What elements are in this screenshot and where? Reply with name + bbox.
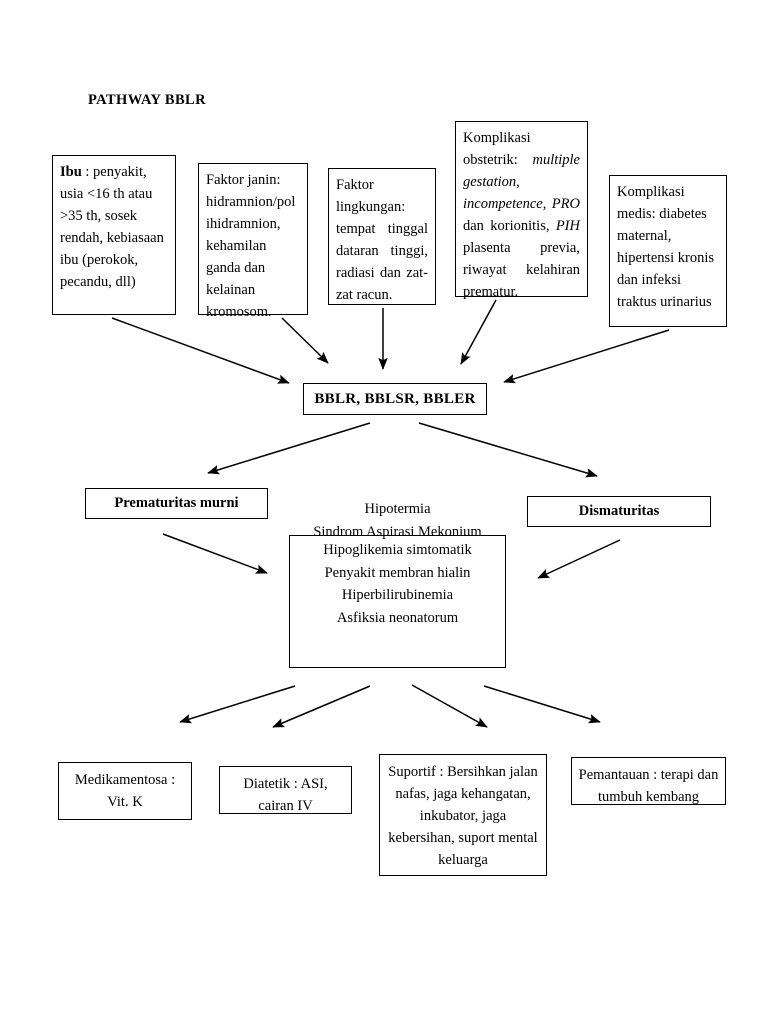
- classification-dismaturitas-label: Dismaturitas: [578, 503, 660, 520]
- risk-factor-janin-text: Faktor janin: hidramnion/pol ihidramnion…: [206, 172, 296, 321]
- obstetrik-part1: Komplikasi obstetrik:: [463, 130, 533, 169]
- treatment-box-medikamentosa: Medikamentosa : Vit. K: [58, 762, 192, 820]
- risk-factor-obstetrik-text: Komplikasi obstetrik: multiple gestation…: [456, 122, 587, 307]
- arrow-symptoms-to-pemantauan: [483, 685, 601, 724]
- risk-factor-box-medis: Komplikasi medis: diabetes maternal, hip…: [609, 175, 727, 327]
- arrow-symptoms-to-diatetik: [272, 685, 371, 728]
- treatment-box-suportif: Suportif : Bersihkan jalan nafas, jaga k…: [379, 754, 547, 876]
- diagnosis-box-bblr: BBLR, BBLSR, BBLER: [303, 383, 487, 415]
- obstetrik-part2: dan korionitis,: [463, 218, 556, 235]
- risk-factor-lingkungan-text: Faktor lingkungan: tempat tinggal datara…: [336, 177, 428, 304]
- obstetrik-italic2: PIH: [555, 218, 580, 235]
- classification-box-dismaturitas: Dismaturitas: [527, 496, 711, 527]
- arrow-ibu-to-bblr: [111, 317, 290, 384]
- classification-prematuritas-label: Prematuritas murni: [114, 495, 239, 512]
- arrow-bblr-to-dismaturitas: [418, 422, 598, 478]
- risk-factor-medis-text: Komplikasi medis: diabetes maternal, hip…: [617, 184, 715, 311]
- arrow-dismaturitas-to-symptoms: [537, 539, 621, 579]
- risk-factor-box-ibu: Ibu : penyakit, usia <16 th atau >35 th,…: [52, 155, 176, 315]
- symptom-line-hipotermia: Hipotermia: [364, 501, 431, 517]
- treatment-diatetik-text: Diatetik : ASI, cairan IV: [243, 776, 328, 815]
- page-title: PATHWAY BBLR: [88, 92, 207, 108]
- symptom-box: Hipoglikemia simtomatik Penyakit membran…: [289, 535, 506, 668]
- diagnosis-label: BBLR, BBLSR, BBLER: [314, 390, 476, 407]
- arrow-symptoms-to-medikamentosa: [179, 685, 296, 724]
- risk-factor-ibu-lead: Ibu: [60, 164, 82, 180]
- symptom-line-membran-hialin: Penyakit membran hialin: [324, 564, 471, 581]
- symptom-line-hipoglikemia: Hipoglikemia simtomatik: [323, 542, 472, 558]
- obstetrik-italic1: multiple gestation, incompetence, PRO: [463, 152, 580, 213]
- arrow-prematuritas-to-symptoms: [162, 533, 268, 574]
- arrow-obstetrik-to-bblr: [460, 299, 497, 365]
- risk-factor-ibu-text: Ibu : penyakit, usia <16 th atau >35 th,…: [53, 156, 175, 297]
- treatment-medikamentosa-text: Medikamentosa : Vit. K: [74, 772, 176, 811]
- risk-factor-ibu-body: : penyakit, usia <16 th atau >35 th, sos…: [60, 164, 164, 291]
- risk-factor-box-janin: Faktor janin: hidramnion/pol ihidramnion…: [198, 163, 308, 320]
- obstetrik-part3: plasenta previa, riwayat kelahiran prema…: [463, 240, 580, 301]
- classification-box-prematuritas: Prematuritas murni: [85, 488, 268, 519]
- risk-factor-box-obstetrik: Komplikasi obstetrik: multiple gestation…: [455, 121, 588, 300]
- treatment-box-diatetik: Diatetik : ASI, cairan IV: [219, 766, 352, 814]
- arrow-bblr-to-prematuritas: [207, 422, 371, 475]
- arrow-medis-to-bblr: [503, 329, 670, 384]
- symptom-line-asfiksia: Asfiksia neonatorum: [336, 609, 459, 626]
- arrow-symptoms-to-suportif: [411, 684, 488, 728]
- symptom-line-hiperbilirubinemia: Hiperbilirubinemia: [341, 587, 454, 604]
- treatment-box-pemantauan: Pemantauan : terapi dan tumbuh kembang: [571, 757, 726, 805]
- treatment-pemantauan-text: Pemantauan : terapi dan tumbuh kembang: [578, 767, 719, 806]
- treatment-suportif-text: Suportif : Bersihkan jalan nafas, jaga k…: [388, 764, 538, 869]
- risk-factor-box-lingkungan: Faktor lingkungan: tempat tinggal datara…: [328, 168, 436, 305]
